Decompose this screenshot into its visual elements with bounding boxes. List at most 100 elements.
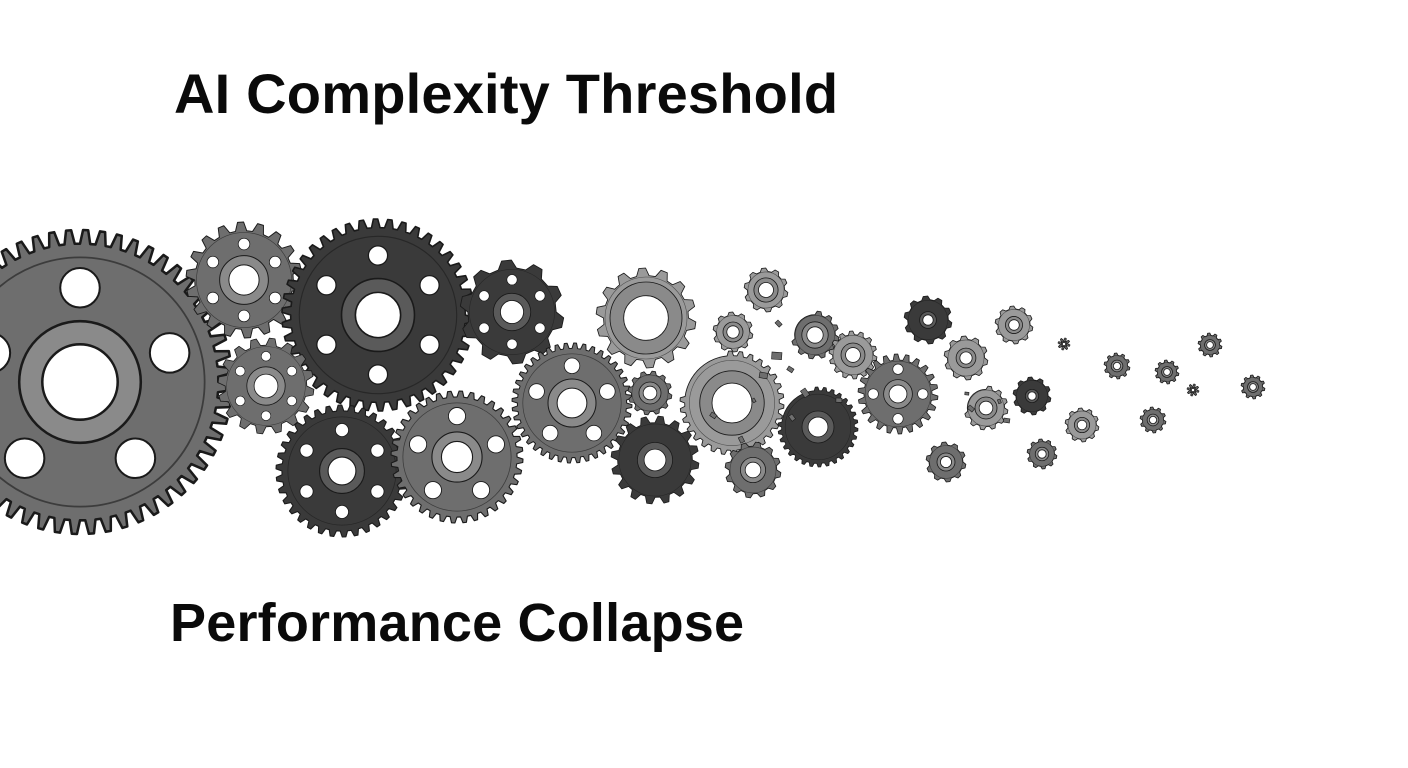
gear-web-ring: [1029, 441, 1055, 467]
gear: [679, 350, 785, 456]
gear-hole: [237, 237, 251, 251]
gear-web-ring: [689, 360, 775, 446]
gear-hole: [409, 435, 428, 454]
gear-web-ring: [784, 393, 852, 461]
gear-hole: [0, 334, 12, 372]
gear-hole: [286, 395, 297, 407]
gear-fragment: [966, 404, 976, 413]
gear: [1154, 359, 1180, 385]
gear: [185, 221, 303, 339]
gear-web-ring: [1242, 376, 1264, 398]
gear-hole: [447, 407, 467, 426]
gear: [925, 441, 967, 483]
gear-hole: [237, 309, 251, 323]
gear: [777, 386, 859, 468]
gear-bore: [959, 351, 973, 365]
gear-bore: [623, 295, 669, 341]
gear-bore: [1061, 341, 1067, 347]
gear-bore: [41, 343, 119, 421]
gear: [1103, 352, 1131, 380]
gear-bore: [806, 326, 824, 344]
gear-web-ring: [998, 309, 1030, 341]
gear: [903, 295, 953, 345]
gear-web-ring: [402, 402, 512, 512]
gear-web-ring: [929, 445, 963, 479]
gear-hole: [367, 245, 389, 266]
gear: [1026, 438, 1058, 470]
gear-fragment: [771, 351, 783, 361]
gear: [459, 259, 565, 365]
gear-fragment: [799, 387, 811, 399]
gear-bore: [1112, 361, 1122, 371]
gear: [610, 415, 700, 505]
gear-hole: [148, 332, 191, 374]
gear: [390, 390, 524, 524]
gear-web-ring: [747, 271, 785, 309]
gear-bore: [978, 400, 994, 416]
gear: [712, 311, 754, 353]
gear-hole: [478, 322, 490, 334]
gear-fragment: [1003, 417, 1011, 424]
gear: [724, 441, 782, 499]
gear: [943, 335, 989, 381]
gear-bore: [1249, 383, 1257, 391]
gear-hole: [486, 435, 505, 454]
gear-bore: [807, 416, 829, 438]
gear-hole: [585, 424, 603, 442]
gear-hole: [235, 366, 246, 377]
gear-hole: [3, 437, 46, 480]
gear: [217, 337, 315, 435]
gear-bore: [845, 347, 861, 363]
gear-web-ring: [226, 346, 306, 426]
gear-hole: [541, 424, 559, 442]
gear-fragment: [835, 397, 843, 403]
gear-hole: [299, 443, 314, 458]
gear: [1064, 407, 1100, 443]
gear: [1057, 337, 1071, 351]
gear-web-ring: [947, 339, 985, 377]
gear-web-ring: [833, 335, 873, 375]
gear-bore: [1190, 387, 1196, 393]
gear: [1197, 332, 1223, 358]
gear-bore: [1206, 341, 1214, 349]
gear-fragment: [996, 398, 1002, 405]
gear-bore: [642, 385, 658, 401]
gear-hole: [316, 274, 337, 296]
gear-web-ring: [908, 300, 948, 340]
gear-fragment: [788, 413, 796, 422]
gear: [828, 330, 878, 380]
gear-bore: [556, 387, 588, 419]
gear-hole: [334, 504, 350, 519]
gear-hole: [528, 383, 545, 400]
gear-hole: [316, 334, 337, 356]
gear-bore: [1008, 319, 1020, 331]
gear-hole: [235, 395, 246, 407]
gear: [857, 353, 939, 435]
gear-fragment: [751, 397, 757, 404]
gear-hole: [892, 413, 904, 425]
gear: [743, 267, 789, 313]
gear-bore: [228, 264, 260, 296]
gear-hole: [534, 322, 546, 334]
gear: [1139, 406, 1167, 434]
gear: [1012, 376, 1052, 416]
gear-hole: [299, 484, 314, 499]
gear-bore: [1027, 391, 1037, 401]
gear-hole: [423, 481, 442, 500]
gear-hole: [370, 443, 385, 458]
gear-web-ring: [522, 353, 622, 453]
gear: [511, 342, 633, 464]
gear: [627, 370, 673, 416]
gear-hole: [892, 363, 904, 375]
gear-hole: [260, 410, 272, 421]
gear-web-ring: [287, 416, 397, 526]
gear-fragment: [709, 411, 718, 420]
gear-hole: [206, 291, 220, 305]
gear-web-ring: [1067, 410, 1097, 440]
gear: [1186, 383, 1200, 397]
gear-bore: [1037, 449, 1047, 459]
gear-web-ring: [864, 360, 932, 428]
gear-web-ring: [618, 423, 692, 497]
gear: [964, 385, 1009, 431]
